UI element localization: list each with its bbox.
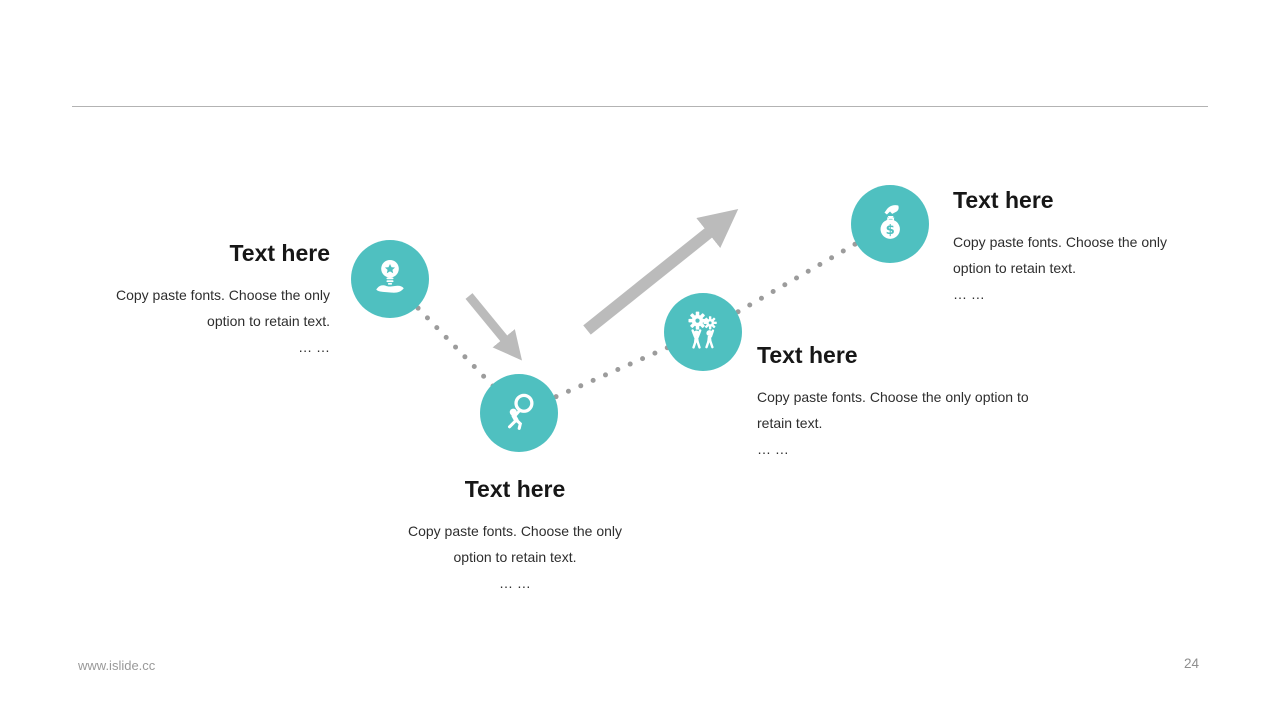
person-search-ring-icon (497, 389, 541, 438)
step-2-body: Copy paste fonts. Choose the only option… (407, 523, 623, 565)
step-circle-2 (480, 374, 558, 452)
step-circle-1 (351, 240, 429, 318)
up-arrow (583, 209, 739, 335)
top-divider-line (72, 106, 1208, 107)
step-3-ellipsis: … … (757, 441, 789, 457)
step-3-text-block: Text here Copy paste fonts. Choose the o… (757, 342, 1049, 462)
footer-url: www.islide.cc (78, 658, 156, 673)
svg-text:$: $ (886, 222, 895, 237)
step-2-text-block: Text here Copy paste fonts. Choose the o… (399, 476, 631, 596)
step-4-ellipsis: … … (953, 286, 985, 302)
step-3-title: Text here (757, 342, 858, 368)
down-arrow (465, 293, 523, 361)
idea-lightbulb-hand-icon (368, 255, 412, 304)
money-bag-hand-icon: $ (868, 200, 912, 249)
step-1-body: Copy paste fonts. Choose the only option… (115, 287, 330, 329)
dotted-connector-1-2 (387, 276, 522, 416)
teamwork-gears-icon (681, 308, 725, 357)
step-circle-4: $ (851, 185, 929, 263)
step-3-body: Copy paste fonts. Choose the only option… (757, 389, 1029, 431)
page-number: 24 (1183, 656, 1199, 671)
step-1-text-block: Text here Copy paste fonts. Choose the o… (98, 240, 330, 360)
dotted-connector-3-4 (700, 221, 893, 335)
step-4-title: Text here (953, 187, 1054, 213)
step-2-title: Text here (464, 476, 566, 502)
step-circle-3 (664, 293, 742, 371)
step-1-title: Text here (229, 240, 330, 266)
step-4-text-block: Text here Copy paste fonts. Choose the o… (953, 187, 1183, 307)
step-2-ellipsis: … … (499, 575, 531, 591)
step-1-ellipsis: … … (298, 339, 330, 355)
step-4-body: Copy paste fonts. Choose the only option… (953, 234, 1168, 276)
